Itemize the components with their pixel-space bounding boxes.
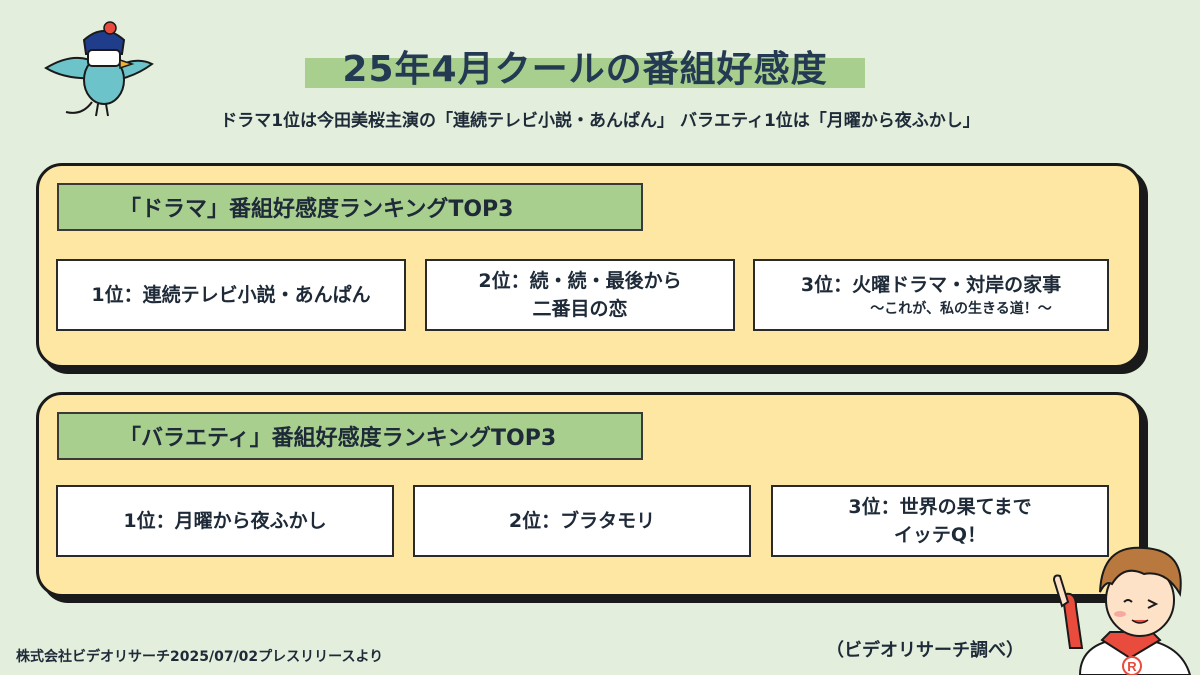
drama-rank-2-line2: 二番目の恋 bbox=[532, 298, 628, 320]
variety-rank-1-text: 1位：月曜から夜ふかし bbox=[123, 510, 327, 532]
mascot-badge-letter: R bbox=[1127, 659, 1137, 674]
bird-mascot-icon bbox=[44, 21, 154, 117]
drama-section-label: 「ドラマ」番組好感度ランキングTOP3 bbox=[57, 183, 643, 231]
variety-rank-3-line2: イッテQ！ bbox=[893, 524, 987, 546]
drama-rank-2-line1: 2位：続・続・最後から bbox=[478, 270, 682, 292]
variety-ranking-panel: 「バラエティ」番組好感度ランキングTOP3 1位：月曜から夜ふかし 2位：ブラタ… bbox=[36, 392, 1142, 597]
title-highlight bbox=[305, 58, 865, 88]
boy-mascot-icon: R bbox=[1052, 546, 1192, 675]
variety-rank-3-card: 3位：世界の果てまで イッテQ！ bbox=[771, 485, 1109, 557]
drama-rank-3-line2: 〜これが、私の生きる道！〜 bbox=[870, 301, 1052, 317]
variety-rank-2-text: 2位：ブラタモリ bbox=[508, 510, 656, 532]
drama-ranking-panel: 「ドラマ」番組好感度ランキングTOP3 1位：連続テレビ小説・あんぱん 2位：続… bbox=[36, 163, 1142, 368]
variety-rank-2-card: 2位：ブラタモリ bbox=[413, 485, 751, 557]
source-note: 株式会社ビデオリサーチ2025/07/02プレスリリースより bbox=[16, 649, 384, 665]
title-block: 25年4月クールの番組好感度 bbox=[305, 40, 865, 92]
drama-rank-1-text: 1位：連続テレビ小説・あんぱん bbox=[91, 284, 371, 306]
credit-note: （ビデオリサーチ調べ） bbox=[826, 640, 1024, 661]
drama-rank-1-card: 1位：連続テレビ小説・あんぱん bbox=[56, 259, 406, 331]
variety-section-label: 「バラエティ」番組好感度ランキングTOP3 bbox=[57, 412, 643, 460]
variety-rank-1-card: 1位：月曜から夜ふかし bbox=[56, 485, 394, 557]
drama-rank-2-card: 2位：続・続・最後から 二番目の恋 bbox=[425, 259, 735, 331]
page-subtitle: ドラマ1位は今田美桜主演の「連続テレビ小説・あんぱん」 バラエティ1位は「月曜か… bbox=[220, 111, 980, 131]
page-title: 25年4月クールの番組好感度 bbox=[342, 49, 828, 90]
drama-rank-3-line1: 3位：火曜ドラマ・対岸の家事 bbox=[800, 274, 1062, 296]
drama-rank-3-card: 3位：火曜ドラマ・対岸の家事 〜これが、私の生きる道！〜 bbox=[753, 259, 1109, 331]
variety-rank-3-line1: 3位：世界の果てまで bbox=[848, 496, 1032, 518]
